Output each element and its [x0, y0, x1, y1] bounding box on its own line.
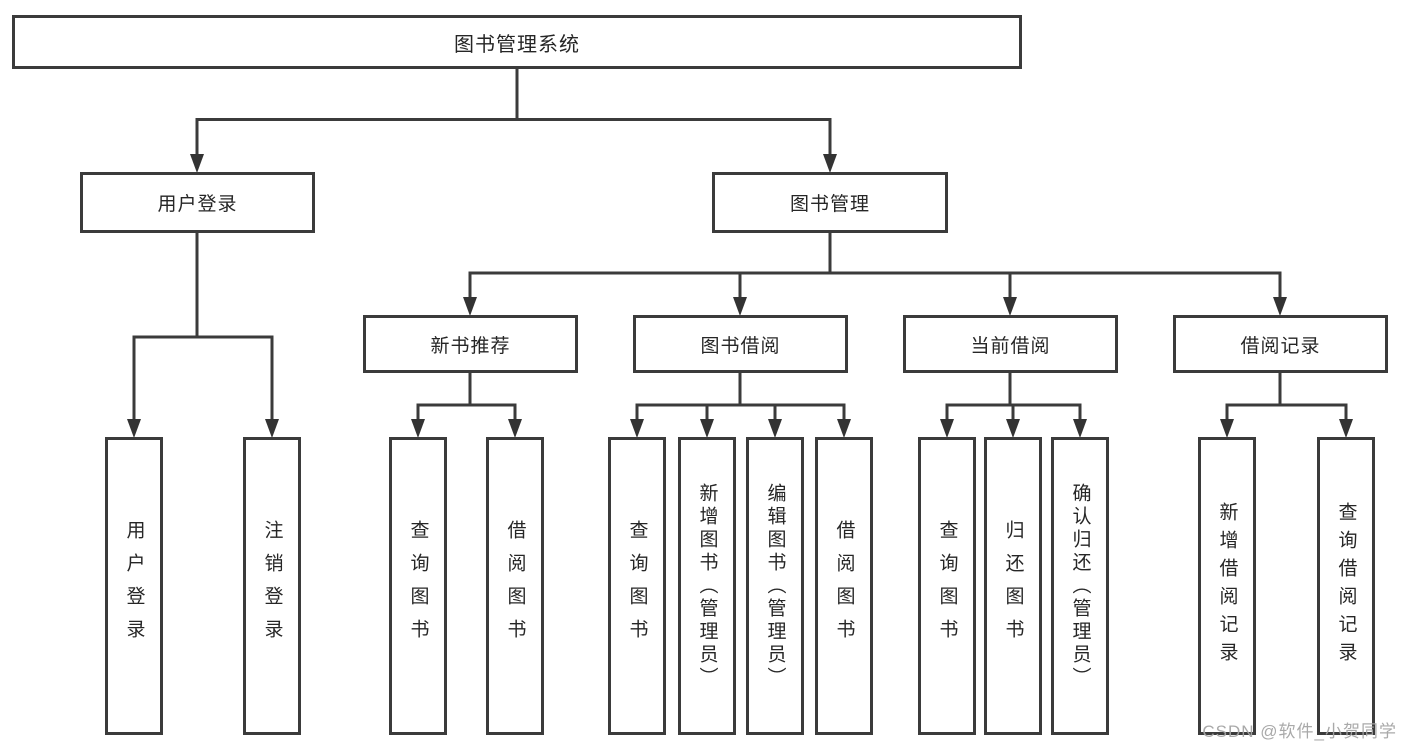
node-user-login: 用户登录	[80, 172, 315, 233]
node-book-borrowing: 图书借阅	[633, 315, 848, 373]
csdn-watermark: CSDN @软件_小贺同学	[1202, 722, 1397, 741]
node-leaf-search-books-2: 查询图书	[608, 437, 666, 735]
node-borrowing-records: 借阅记录	[1173, 315, 1388, 373]
node-book-management: 图书管理	[712, 172, 948, 233]
node-leaf-add-borrow-record: 新增借阅记录	[1198, 437, 1256, 735]
node-leaf-search-books-1: 查询图书	[389, 437, 447, 735]
node-leaf-user-login: 用户登录	[105, 437, 163, 735]
node-library-management-system: 图书管理系统	[12, 15, 1022, 69]
node-new-book-recommendation: 新书推荐	[363, 315, 578, 373]
node-leaf-search-borrow-record: 查询借阅记录	[1317, 437, 1375, 735]
node-leaf-confirm-return-admin: 确认归还（管理员）	[1051, 437, 1109, 735]
node-leaf-add-book-admin: 新增图书（管理员）	[678, 437, 736, 735]
node-leaf-search-books-3: 查询图书	[918, 437, 976, 735]
node-leaf-edit-book-admin: 编辑图书（管理员）	[746, 437, 804, 735]
node-leaf-return-book: 归还图书	[984, 437, 1042, 735]
node-leaf-logout: 注销登录	[243, 437, 301, 735]
node-leaf-borrow-books-2: 借阅图书	[815, 437, 873, 735]
node-leaf-borrow-books-1: 借阅图书	[486, 437, 544, 735]
node-current-borrowing: 当前借阅	[903, 315, 1118, 373]
